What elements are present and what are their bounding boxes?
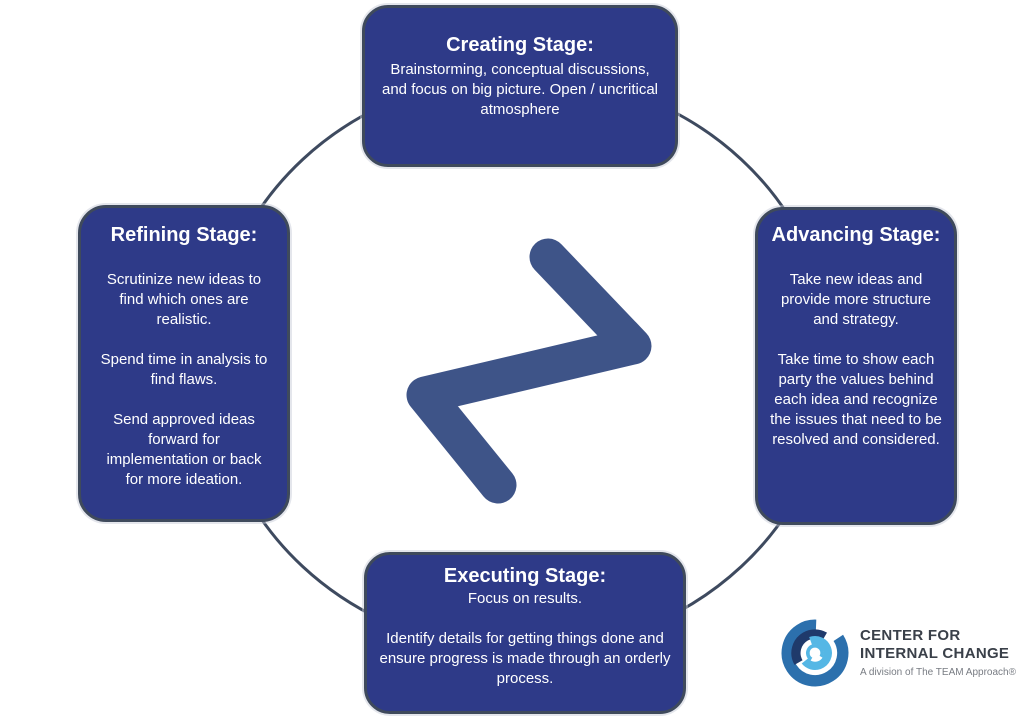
stage-title-advancing: Advancing Stage:: [771, 224, 941, 246]
stage-paragraph: Spend time in analysis to find flaws.: [100, 351, 268, 388]
logo-navy-arc: [791, 629, 839, 677]
stage-box-executing: Executing Stage: Focus on results. Ident…: [364, 552, 686, 714]
logo-text-block: CENTER FOR INTERNAL CHANGE A division of…: [860, 618, 1016, 679]
stage-title-refining: Refining Stage:: [110, 224, 258, 246]
logo-name-line1: CENTER FOR: [860, 627, 961, 644]
stage-paragraph: Send approved ideas forward for implemen…: [106, 411, 262, 488]
logo-name-line2: INTERNAL CHANGE: [860, 645, 1010, 662]
stage-box-refining: Refining Stage: Scrutinize new ideas to …: [78, 205, 290, 522]
stage-paragraph: Take new ideas and provide more structur…: [780, 271, 932, 328]
stage-box-advancing: Advancing Stage: Take new ideas and prov…: [755, 207, 957, 525]
stage-paragraph: Brainstorming, conceptual discussions, a…: [382, 61, 658, 118]
stage-paragraph: Focus on results.: [467, 590, 583, 607]
swirl-logo-icon: [781, 619, 849, 687]
center-for-internal-change-logo: CENTER FOR INTERNAL CHANGE A division of…: [780, 618, 1016, 688]
stage-paragraph: Scrutinize new ideas to find which ones …: [106, 271, 262, 328]
logo-tagline: A division of The TEAM Approach®: [860, 667, 1016, 678]
stage-title-executing: Executing Stage:: [443, 565, 607, 587]
logo-inner-arc: [805, 643, 825, 663]
stage-paragraph: Identify details for getting things done…: [379, 630, 671, 687]
z-arrow-icon: [406, 238, 652, 504]
stage-paragraph: Take time to show each party the values …: [770, 351, 942, 448]
stage-box-creating: Creating Stage: Brainstorming, conceptua…: [362, 5, 678, 167]
logo-outer-arc: [781, 619, 849, 687]
stage-title-creating: Creating Stage:: [446, 34, 594, 56]
